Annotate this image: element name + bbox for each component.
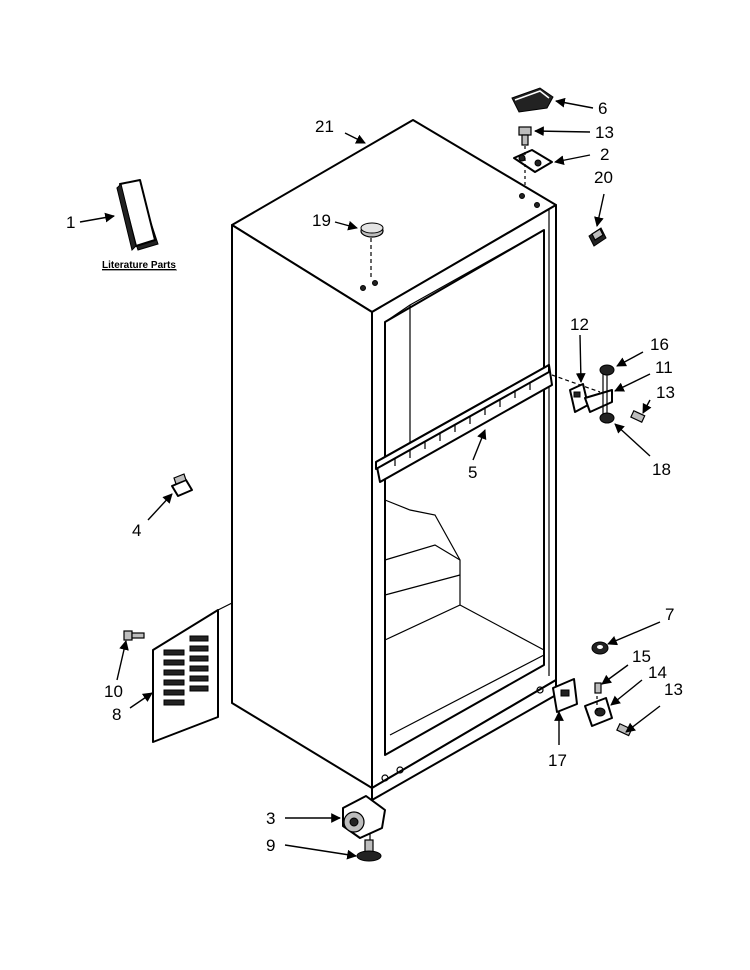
- literature-parts-label: Literature Parts: [102, 260, 176, 271]
- callout-11: 11: [655, 358, 673, 377]
- callout-12: 12: [570, 315, 589, 334]
- front-roller-icon: [342, 795, 386, 852]
- top-hinge-icon: [513, 140, 553, 185]
- hinge-cover-icon: [511, 87, 554, 113]
- leader-lines: [79, 97, 661, 860]
- callout-9: 9: [266, 836, 275, 855]
- callout-5: 5: [468, 463, 477, 482]
- callout-4: 4: [132, 521, 141, 540]
- hinge-pin-icon: [594, 682, 602, 694]
- callout-20: 20: [594, 168, 613, 187]
- callout-1: 1: [66, 213, 75, 232]
- center-hinge-assembly-icon: [551, 364, 646, 424]
- literature-booklet-icon: [116, 179, 159, 251]
- lower-hinge-bracket-icon: [552, 678, 578, 713]
- lower-hinge-icon: [584, 690, 613, 727]
- callout-8: 8: [112, 705, 121, 724]
- refrigerator-cabinet: [231, 119, 557, 801]
- callout-13-middle: 13: [656, 383, 675, 402]
- callout-21: 21: [315, 117, 334, 136]
- leveling-leg-icon: [356, 839, 382, 862]
- callout-labels: 1 21 19 6 13 2 20 12 16 11 13 18 5 4 7 1…: [66, 99, 683, 855]
- callout-15: 15: [632, 647, 651, 666]
- top-plug-icon: [360, 222, 384, 280]
- callout-18: 18: [652, 460, 671, 479]
- callout-3: 3: [266, 809, 275, 828]
- callout-7: 7: [665, 605, 674, 624]
- callout-13-bottom: 13: [664, 680, 683, 699]
- bracket-clip-icon: [171, 473, 193, 497]
- hinge-plug-icon: [588, 227, 607, 247]
- hinge-screw-top-icon: [518, 126, 532, 146]
- callout-14: 14: [648, 663, 667, 682]
- callout-17: 17: [548, 751, 567, 770]
- door-stop-washer-icon: [591, 641, 609, 655]
- callout-16: 16: [650, 335, 669, 354]
- callout-10: 10: [104, 682, 123, 701]
- callout-2: 2: [600, 145, 609, 164]
- rear-access-panel-icon: [152, 602, 233, 743]
- callout-13-top: 13: [595, 123, 614, 142]
- panel-screw-icon: [123, 630, 145, 641]
- callout-19: 19: [312, 211, 331, 230]
- center-rail: [375, 364, 553, 483]
- callout-6: 6: [598, 99, 607, 118]
